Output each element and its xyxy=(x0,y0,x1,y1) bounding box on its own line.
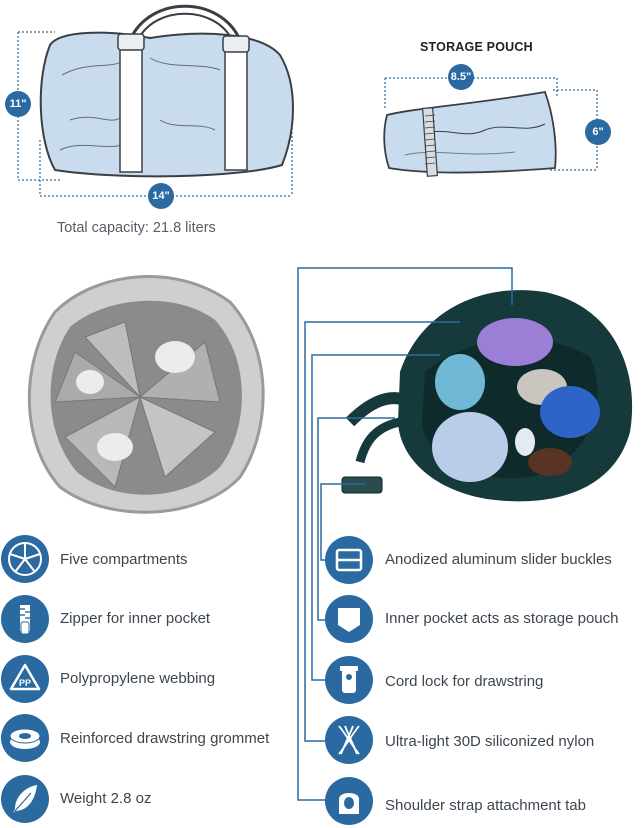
feature-inner-pocket: Inner pocket acts as storage pouch xyxy=(385,610,619,627)
slider-buckle-icon xyxy=(325,536,373,584)
feather-icon xyxy=(1,775,49,823)
compartment-bag-photo xyxy=(27,275,265,514)
packed-bag-photo xyxy=(341,290,633,502)
feature-five-compartments: Five compartments xyxy=(60,551,188,568)
feature-grommet: Reinforced drawstring grommet xyxy=(60,730,270,747)
feature-webbing: Polypropylene webbing xyxy=(60,670,216,687)
grommet-icon xyxy=(1,714,49,762)
storage-pouch-title: STORAGE POUCH xyxy=(420,40,533,54)
feature-slider-buckles: Anodized aluminum slider buckles xyxy=(385,551,612,568)
capacity-text: Total capacity: 21.8 liters xyxy=(57,220,216,236)
bag-dimension-illustration xyxy=(17,4,294,197)
pouch-height-badge: 6" xyxy=(585,119,611,145)
strap-tab-icon xyxy=(325,777,373,825)
storage-pouch-illustration xyxy=(383,77,598,177)
svg-text:PP: PP xyxy=(19,678,31,688)
recycle-pp-icon: PP xyxy=(1,655,49,703)
zipper-icon xyxy=(1,595,49,643)
feature-cord-lock: Cord lock for drawstring xyxy=(385,673,544,690)
bag-height-badge: 11" xyxy=(5,91,31,117)
feature-nylon: Ultra-light 30D siliconized nylon xyxy=(385,733,595,750)
feature-strap-tab: Shoulder strap attachment tab xyxy=(385,797,586,814)
bag-width-badge: 14" xyxy=(148,183,174,209)
feature-zipper: Zipper for inner pocket xyxy=(60,610,211,627)
pie-compartments-icon xyxy=(1,535,49,583)
cord-lock-icon xyxy=(325,656,373,704)
nylon-weave-icon xyxy=(325,716,373,764)
feature-weight: Weight 2.8 oz xyxy=(60,790,152,807)
pouch-width-badge: 8.5" xyxy=(448,64,474,90)
pocket-icon xyxy=(325,595,373,643)
